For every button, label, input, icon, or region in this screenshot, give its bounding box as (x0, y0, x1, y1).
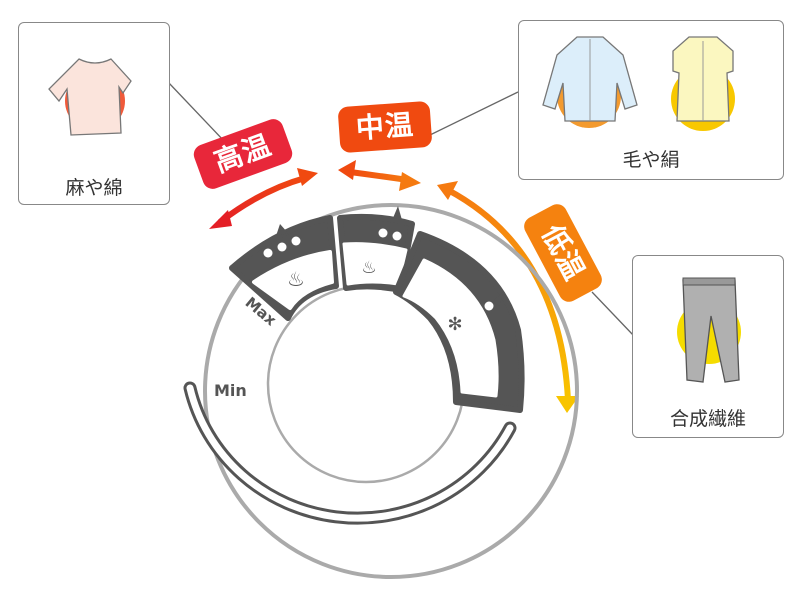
callout-low: 合成繊維 (632, 255, 784, 438)
min-track (183, 381, 517, 525)
fabric-label-mid: 毛や絹 (622, 149, 680, 171)
fabric-label-high: 麻や綿 (65, 177, 123, 199)
leader-line-mid (429, 91, 519, 136)
wool-silk-shirts-icon (542, 36, 735, 131)
steam-max-icon: ♨ (287, 267, 305, 291)
dial-segment-high[interactable]: ♨ (229, 215, 339, 321)
high-range-arrow (209, 168, 318, 229)
temp-tag-mid: 中温 (337, 100, 433, 154)
dial-min-label: Min (214, 381, 247, 400)
callout-mid: 毛や絹 (518, 20, 784, 180)
leader-line-high (167, 81, 226, 143)
callout-high: 麻や綿 (18, 22, 170, 205)
synthetic-trousers-icon (677, 277, 741, 383)
linen-blouse-icon (48, 58, 132, 136)
mid-range-arrow (338, 160, 421, 191)
dial-segment-low[interactable]: ✻ (393, 231, 525, 413)
steam-mid-icon: ♨ (361, 258, 376, 278)
dial-segment-mid[interactable]: ♨ (337, 206, 415, 293)
no-steam-icon: ✻ (447, 314, 462, 335)
fabric-label-low: 合成繊維 (669, 408, 746, 430)
temp-mid-label: 中温 (354, 108, 416, 145)
dial-outer-ring (203, 203, 579, 579)
leader-line-low (591, 291, 635, 337)
